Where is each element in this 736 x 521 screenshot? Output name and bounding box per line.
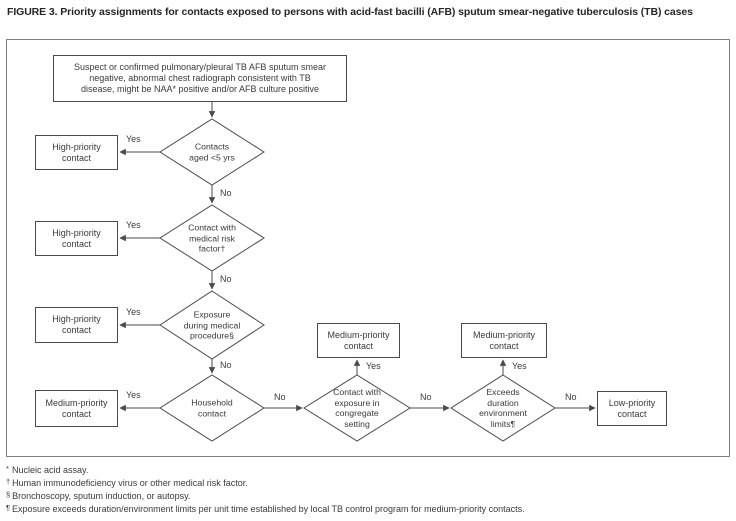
edge-label-yes-5: Yes [366, 361, 381, 371]
edge-label-no-4: No [274, 392, 286, 402]
edge-label-yes-1: Yes [126, 134, 141, 144]
edge-label-yes-6: Yes [512, 361, 527, 371]
decision-diamond-medical-procedure [159, 290, 265, 360]
footnote-marker: ¶ [6, 502, 11, 512]
footnote-text: Nucleic acid assay. [12, 465, 89, 475]
footnote-section: §Bronchoscopy, sputum induction, or auto… [6, 490, 730, 503]
outcome-box-medium-priority-2: Medium-priority contact [317, 323, 400, 358]
decision-label-congregate: Contact with exposure in congregate sett… [333, 387, 381, 429]
footnote-marker: * [6, 463, 9, 473]
footnote-text: Exposure exceeds duration/environment li… [12, 504, 525, 514]
figure-title: FIGURE 3. Priority assignments for conta… [7, 6, 693, 18]
decision-label-medical-risk: Contact with medical risk factor† [188, 222, 236, 254]
footnote-dagger: †Human immunodeficiency virus or other m… [6, 477, 730, 490]
footnote-marker: † [6, 476, 11, 486]
decision-label-household: Household contact [191, 397, 233, 419]
outcome-box-high-priority-2: High-priority contact [35, 221, 118, 256]
decision-label-duration-limits: Exceeds duration environment limits¶ [479, 387, 527, 429]
footnote-text: Bronchoscopy, sputum induction, or autop… [12, 491, 191, 501]
outcome-box-medium-priority-1: Medium-priority contact [35, 390, 118, 427]
footnote-text: Human immunodeficiency virus or other me… [12, 478, 248, 488]
start-box-line: disease, might be NAA* positive and/or A… [80, 84, 320, 94]
outcome-box-low-priority: Low-priority contact [597, 391, 667, 426]
edge-label-yes-3: Yes [126, 307, 141, 317]
edge-label-no-1: No [220, 188, 232, 198]
decision-diamond-age [159, 118, 265, 186]
decision-label-age: Contacts aged <5 yrs [189, 141, 235, 163]
decision-diamond-congregate [303, 374, 411, 442]
outcome-box-high-priority-3: High-priority contact [35, 307, 118, 343]
edge-label-no-2: No [220, 274, 232, 284]
edge-label-no-3: No [220, 360, 232, 370]
decision-diamond-medical-risk [159, 204, 265, 272]
footnote-asterisk: *Nucleic acid assay. [6, 464, 730, 477]
edge-label-yes-2: Yes [126, 220, 141, 230]
edge-label-no-5: No [420, 392, 432, 402]
outcome-box-medium-priority-3: Medium-priority contact [461, 323, 547, 358]
edge-label-yes-4: Yes [126, 390, 141, 400]
footnote-pilcrow: ¶Exposure exceeds duration/environment l… [6, 503, 730, 516]
start-box-line: Suspect or confirmed pulmonary/pleural T… [74, 62, 326, 72]
outcome-box-high-priority-1: High-priority contact [35, 135, 118, 170]
start-box: Suspect or confirmed pulmonary/pleural T… [53, 55, 347, 102]
decision-diamond-household [159, 374, 265, 442]
decision-label-medical-procedure: Exposure during medical procedure§ [183, 309, 241, 341]
footnote-marker: § [6, 489, 11, 499]
edge-label-no-6: No [565, 392, 577, 402]
start-box-line: negative, abnormal chest radiograph cons… [89, 73, 311, 83]
footnotes: *Nucleic acid assay. †Human immunodefici… [6, 464, 730, 516]
flow-arrows [119, 102, 596, 412]
decision-diamond-duration-limits [450, 374, 556, 442]
